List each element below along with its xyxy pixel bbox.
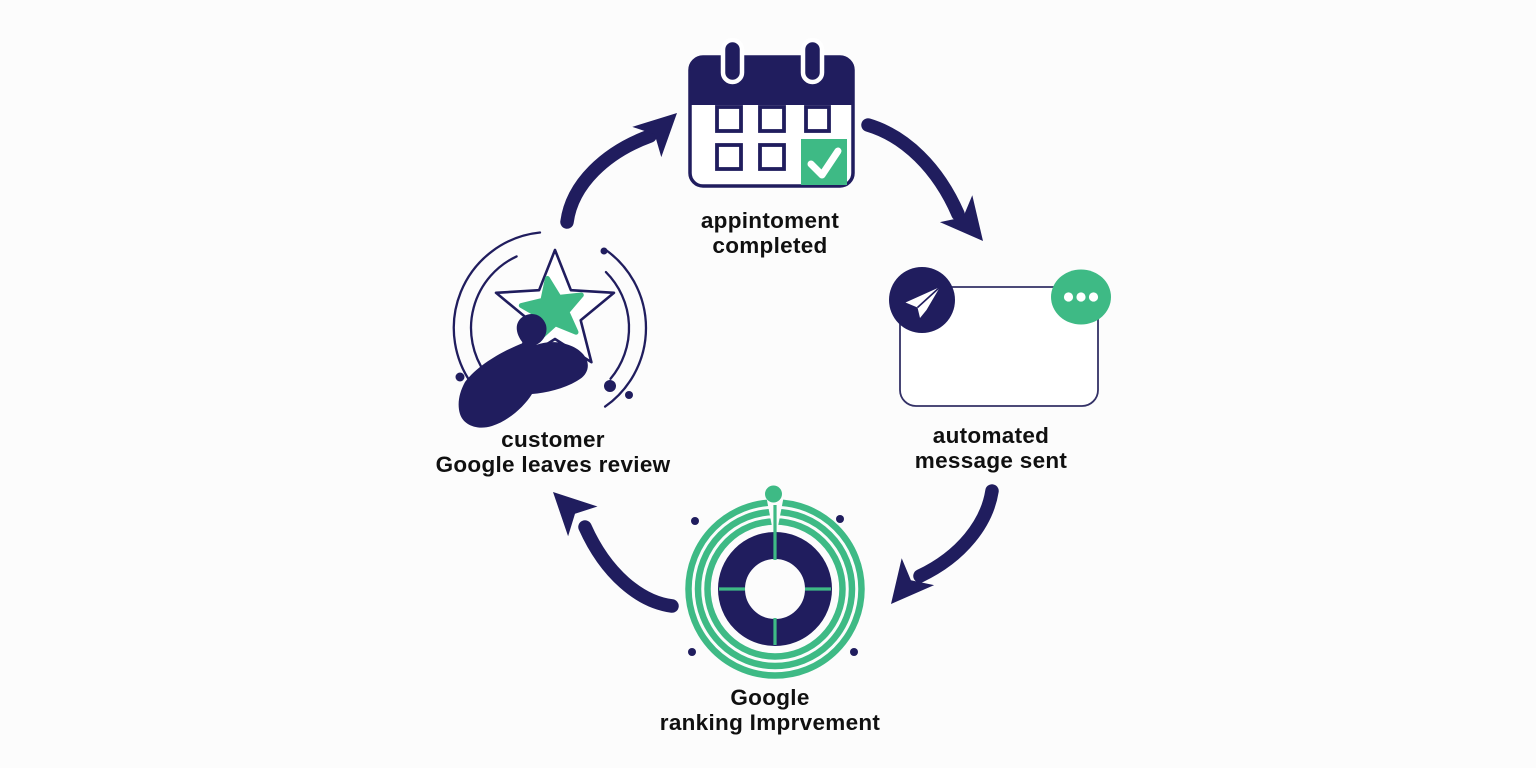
step-appointment-completed bbox=[685, 35, 860, 190]
label-line: Google bbox=[730, 685, 810, 710]
accent-dot bbox=[600, 247, 608, 255]
message-sent-icon bbox=[889, 267, 1111, 407]
radiating-arcs bbox=[452, 231, 648, 408]
calendar-check-icon bbox=[688, 37, 855, 188]
accent-dot bbox=[625, 391, 633, 399]
paper-plane-icon bbox=[889, 267, 955, 333]
label-line: message sent bbox=[914, 447, 1068, 473]
accent-dot bbox=[850, 648, 858, 656]
label-automated-message-sent: automated message sent bbox=[871, 423, 1111, 473]
label-line: customer bbox=[501, 427, 605, 452]
arrow-review-to-appointment bbox=[560, 113, 677, 229]
step-automated-message-sent bbox=[880, 255, 1115, 415]
arrow-message-to-ranking bbox=[891, 484, 999, 604]
accent-dot bbox=[691, 517, 699, 525]
label-line: automated bbox=[932, 423, 1050, 448]
target-rings-icon bbox=[685, 485, 865, 679]
calendar-header bbox=[690, 57, 853, 105]
accent-dot bbox=[604, 380, 616, 392]
green-star bbox=[518, 276, 584, 342]
step-google-ranking-improvement bbox=[675, 480, 875, 680]
hand bbox=[458, 314, 588, 428]
ellipsis-bubble-icon bbox=[1051, 269, 1111, 325]
accent-dot bbox=[688, 648, 696, 656]
hand-star-icon bbox=[452, 231, 648, 428]
check-square bbox=[801, 139, 847, 185]
accent-dot bbox=[836, 515, 844, 523]
pointer-dot bbox=[765, 485, 782, 503]
label-customer-leaves-review: customer Google leaves review bbox=[413, 427, 693, 477]
label-line: appintoment bbox=[700, 208, 840, 233]
label-appointment-completed: appintoment completed bbox=[640, 208, 900, 258]
accent-dot bbox=[455, 372, 465, 382]
checkmark-icon bbox=[807, 147, 842, 179]
label-line: completed bbox=[712, 232, 828, 258]
step-customer-leaves-review bbox=[435, 230, 670, 440]
label-line: ranking Imprvement bbox=[659, 709, 881, 735]
calendar-ring bbox=[720, 37, 745, 85]
label-google-ranking-improvement: Google ranking Imprvement bbox=[640, 685, 900, 735]
calendar-ring bbox=[800, 37, 825, 85]
label-line: Google leaves review bbox=[435, 451, 671, 477]
arrow-appointment-to-message bbox=[861, 118, 983, 241]
arrow-ranking-to-review bbox=[553, 492, 679, 613]
